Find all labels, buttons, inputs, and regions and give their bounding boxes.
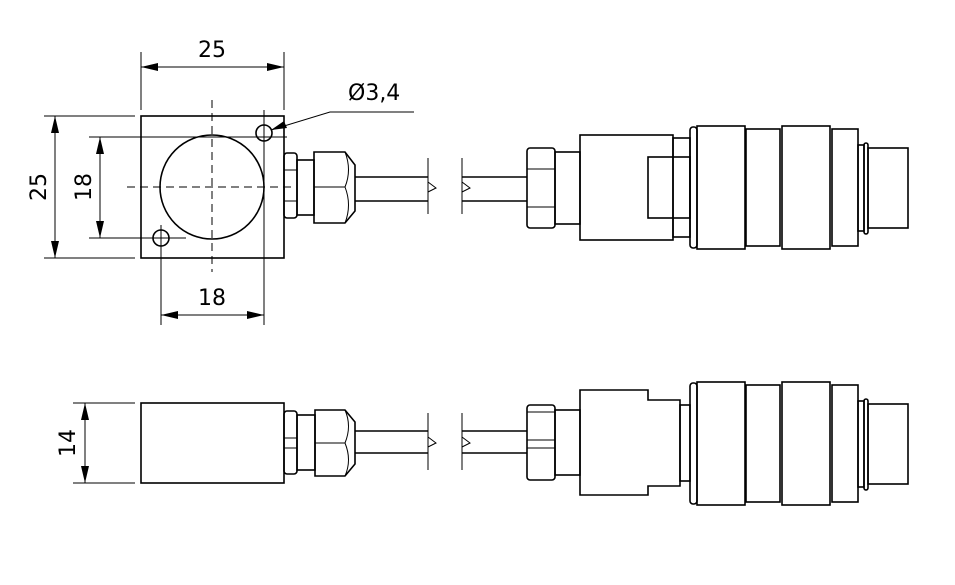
dim-text: 14: [56, 429, 81, 457]
dimension-hole-spacing-horizontal-18: 18: [160, 110, 265, 325]
dimension-height-25: 25: [27, 115, 135, 259]
cable: [355, 158, 527, 214]
cable-gland: [283, 151, 356, 224]
cable-side: [355, 413, 527, 470]
dim-text: 25: [198, 38, 226, 63]
connector-plug: [526, 125, 909, 250]
dimension-width-25: 25: [140, 38, 285, 110]
dim-text: 25: [27, 173, 52, 201]
dimension-hole-diameter: Ø3,4: [270, 81, 414, 131]
dimension-hole-spacing-vertical-18: 18: [72, 136, 287, 239]
dim-text: Ø3,4: [348, 81, 400, 106]
side-view-sensor-body: [140, 402, 285, 484]
cable-gland-side: [283, 409, 356, 477]
connector-plug-side: [526, 381, 909, 506]
dim-text: 18: [198, 286, 226, 311]
dim-text: 18: [72, 173, 97, 201]
top-view-sensor-body: [127, 100, 292, 272]
dimension-height-14: 14: [56, 402, 135, 484]
